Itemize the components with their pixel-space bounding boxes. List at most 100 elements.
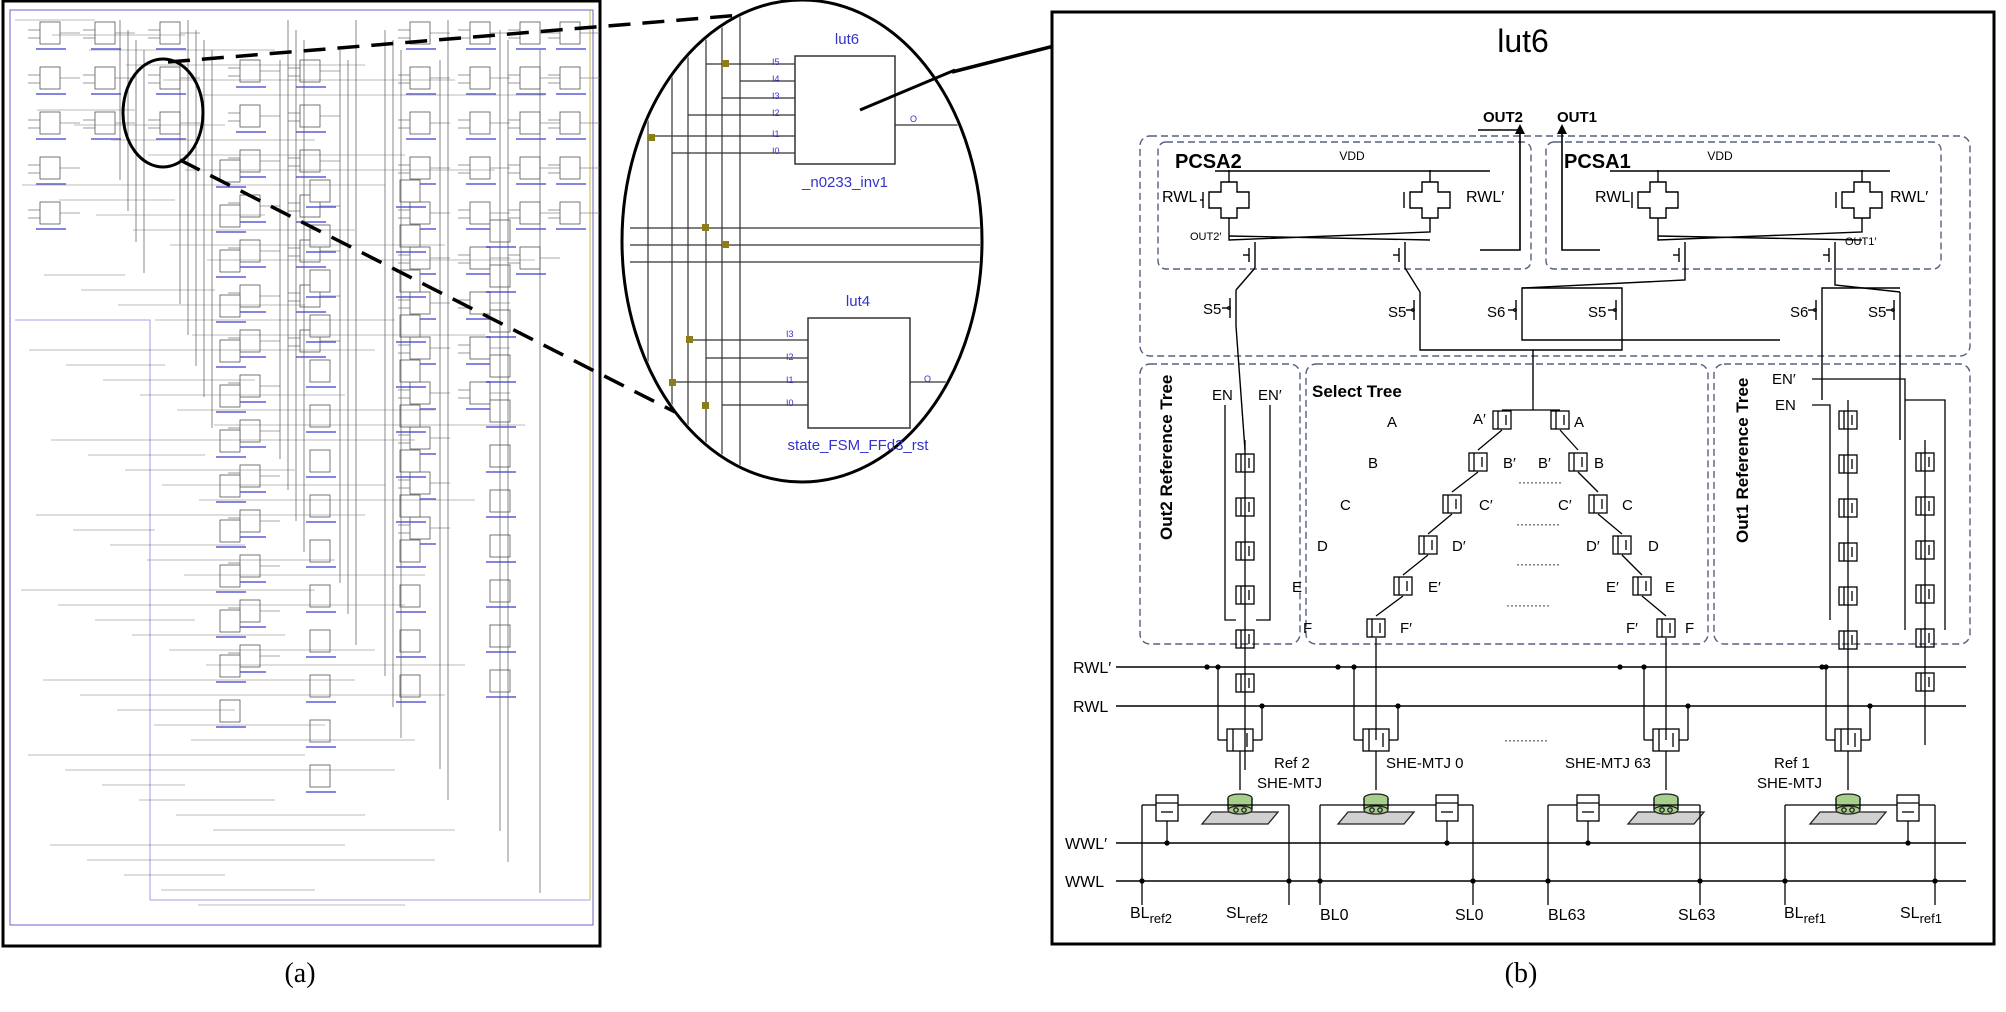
lut4-pin: I2	[786, 352, 794, 362]
netlist-cell-name	[396, 656, 426, 658]
lut6-instance-name: _n0233_inv1	[801, 174, 888, 191]
netlist-cell-name	[486, 696, 516, 698]
select-tree-label: Select Tree	[1312, 382, 1402, 401]
sel-f-bar: F′	[1400, 620, 1412, 637]
netlist-cell-name	[516, 228, 546, 230]
netlist-cell-name	[516, 183, 546, 185]
vdd-label: VDD	[1339, 149, 1365, 163]
netlist-cell	[409, 156, 431, 180]
bl0-label: BL0	[1320, 907, 1349, 924]
netlist-cell	[399, 539, 421, 563]
netlist-cell	[239, 464, 261, 488]
netlist-cell	[39, 201, 61, 225]
ref1-label: Ref 1	[1774, 755, 1810, 772]
netlist-cell-name	[296, 266, 326, 268]
netlist-cell-name	[486, 336, 516, 338]
ref1-mtj-label: SHE-MTJ	[1757, 775, 1822, 792]
netlist-cell	[559, 66, 581, 90]
out1-label: OUT1	[1557, 109, 1597, 126]
netlist-cell-name	[466, 183, 496, 185]
netlist-cell	[309, 629, 331, 653]
netlist-cell	[39, 21, 61, 45]
svg-text:···········: ···········	[1506, 598, 1550, 612]
netlist-cell-name	[486, 651, 516, 653]
netlist-cell	[219, 294, 241, 318]
netlist-cell	[309, 494, 331, 518]
netlist-cell-name	[406, 273, 436, 275]
netlist-cell-name	[236, 536, 266, 538]
svg-text:···········: ···········	[1518, 475, 1562, 489]
netlist-cell	[299, 59, 321, 83]
netlist-cell	[239, 239, 261, 263]
netlist-cell-name	[91, 93, 121, 95]
svg-text:···········: ···········	[1516, 517, 1560, 531]
netlist-cell-name	[306, 566, 336, 568]
lut6-pin: I5	[772, 57, 780, 67]
netlist-cell	[309, 584, 331, 608]
netlist-cell-name	[406, 48, 436, 50]
netlist-cell-name	[306, 206, 336, 208]
netlist-cell-name	[236, 356, 266, 358]
netlist-cell	[409, 471, 431, 495]
netlist-cell	[309, 179, 331, 203]
panel-a	[1, 0, 602, 948]
netlist-cell-name	[516, 273, 546, 275]
s5-label: S5	[1588, 304, 1606, 321]
netlist-cell-name	[156, 93, 186, 95]
lut4-pin: I3	[786, 329, 794, 339]
netlist-cell	[239, 374, 261, 398]
netlist-cell	[239, 149, 261, 173]
panel-b-caption: (b)	[1505, 958, 1538, 989]
en-label: EN	[1212, 387, 1233, 404]
netlist-cell	[239, 284, 261, 308]
netlist-cell-name	[36, 183, 66, 185]
netlist-cell	[239, 554, 261, 578]
netlist-cell-name	[406, 318, 436, 320]
zoom-line-bottom	[179, 158, 676, 414]
netlist-cell	[399, 584, 421, 608]
netlist-cell-name	[296, 86, 326, 88]
pcsa-circuits	[1200, 170, 1883, 268]
rwl-bar-label: RWL′	[1466, 189, 1504, 206]
netlist-cell	[39, 66, 61, 90]
sel-b-bar: B′	[1503, 455, 1516, 472]
netlist-cell-name	[466, 138, 496, 140]
netlist-cell	[219, 564, 241, 588]
zoom-arrow-line	[859, 68, 956, 112]
netlist-cell	[519, 66, 541, 90]
sl63-label: SL63	[1678, 907, 1715, 924]
netlist-cell-name	[466, 318, 496, 320]
netlist-cell	[409, 246, 431, 270]
netlist-cell-name	[486, 246, 516, 248]
netlist-cell-name	[396, 386, 426, 388]
ellipsis-dots: ··········· ··········· ··········· ····…	[1504, 475, 1562, 747]
netlist-cell	[469, 291, 491, 315]
zoom-circle: lut6 I5 I4 I3 I2 I1 I0 O _n0233_inv1 lut…	[620, 0, 984, 484]
netlist-cell	[219, 204, 241, 228]
netlist-cell	[469, 381, 491, 405]
sel-a-bar: A′	[1473, 411, 1486, 428]
netlist-cell-name	[556, 183, 586, 185]
netlist-cell	[409, 381, 431, 405]
netlist-cell-name	[466, 363, 496, 365]
out1-ref-tree-label: Out1 Reference Tree	[1733, 378, 1752, 543]
netlist-cell	[239, 329, 261, 353]
netlist-cell	[309, 359, 331, 383]
s5-label: S5	[1388, 304, 1406, 321]
en-label: EN	[1775, 397, 1796, 414]
panel-a-caption: (a)	[284, 958, 315, 989]
sense-amp-region	[1139, 135, 1971, 357]
lut4-block	[807, 317, 911, 429]
netlist-cell-name	[396, 296, 426, 298]
bl63-label: BL63	[1548, 907, 1585, 924]
s5-label: S5	[1868, 304, 1886, 321]
netlist-cell	[219, 609, 241, 633]
netlist-cell	[219, 699, 241, 723]
sel-d-bar: D′	[1452, 538, 1466, 555]
netlist-cell-name	[216, 501, 246, 503]
netlist-cell-name	[216, 321, 246, 323]
netlist-cell-name	[216, 366, 246, 368]
netlist-cell	[409, 426, 431, 450]
netlist-cell	[219, 384, 241, 408]
netlist-cell	[519, 201, 541, 225]
